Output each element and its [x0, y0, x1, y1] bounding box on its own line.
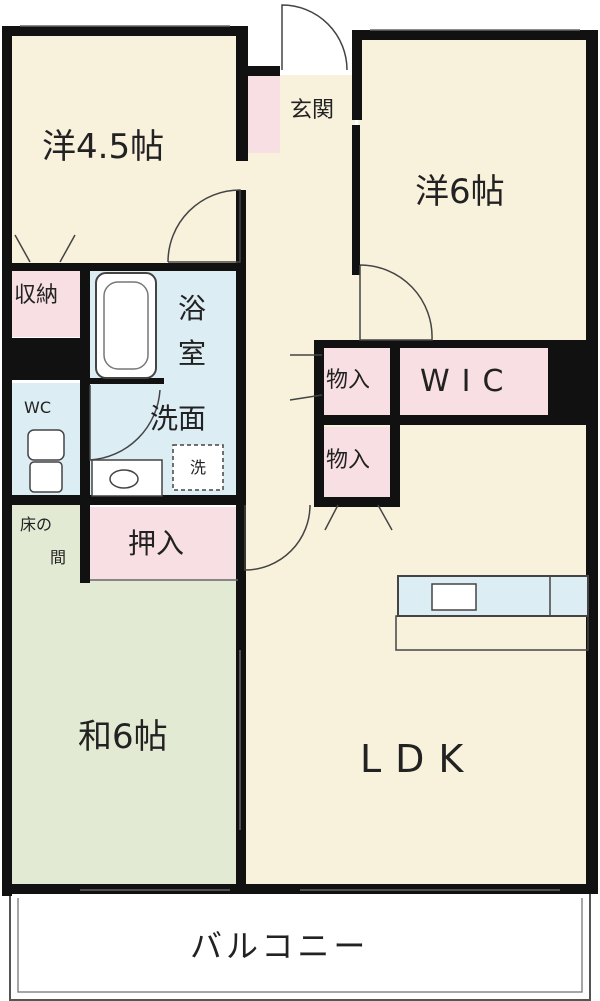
balcony-inner: [17, 898, 583, 993]
tokonoma-floor: [10, 505, 85, 580]
balcony-outline: [9, 890, 591, 1001]
washroom-label: 洗面: [150, 402, 207, 435]
washer-space: [172, 444, 224, 491]
tokonoma-label-1: 床の: [20, 515, 53, 534]
ldk-label: LDK: [360, 737, 478, 781]
balcony-label: バルコニー: [190, 927, 370, 965]
door-swings: [14, 4, 433, 571]
storage-bottom-floor: [320, 427, 390, 497]
storage-top-label: 物入: [326, 368, 371, 393]
western-room-a-label: 洋4.5帖: [42, 127, 165, 167]
closet-label: 押入: [128, 527, 185, 560]
washbasin: [91, 459, 163, 497]
bath-label-1: 浴: [178, 292, 207, 325]
wic-label: WIC: [420, 364, 516, 399]
japanese-room-floor: [10, 580, 240, 890]
western-room-b-label: 洋6帖: [415, 172, 505, 212]
tokonoma-label-2: 間: [50, 548, 67, 567]
ldk-floor: [240, 420, 590, 890]
entrance-floor: [248, 75, 280, 153]
western-room-b-floor: [358, 35, 590, 340]
storage-top-floor: [320, 345, 390, 415]
bathtub: [95, 272, 157, 379]
western-room-a-floor: [10, 30, 240, 265]
wc-label: WC: [24, 398, 51, 417]
entrance-area: [280, 75, 355, 150]
walls: [2, 26, 598, 896]
entrance-label: 玄関: [290, 98, 335, 123]
japanese-room-label: 和6帖: [78, 717, 168, 757]
bath-label-2: 室: [178, 337, 207, 370]
kitchen-counter: [395, 575, 589, 651]
storage-bottom-label: 物入: [326, 448, 371, 473]
toilet-fixture: [27, 429, 65, 493]
washer-label: 洗: [190, 458, 207, 477]
closet-floor: [90, 507, 238, 580]
storage-left-floor: [10, 265, 85, 337]
wic-floor: [400, 345, 550, 415]
sliding-doors: [20, 25, 580, 891]
storage-left-label: 収納: [14, 283, 59, 308]
